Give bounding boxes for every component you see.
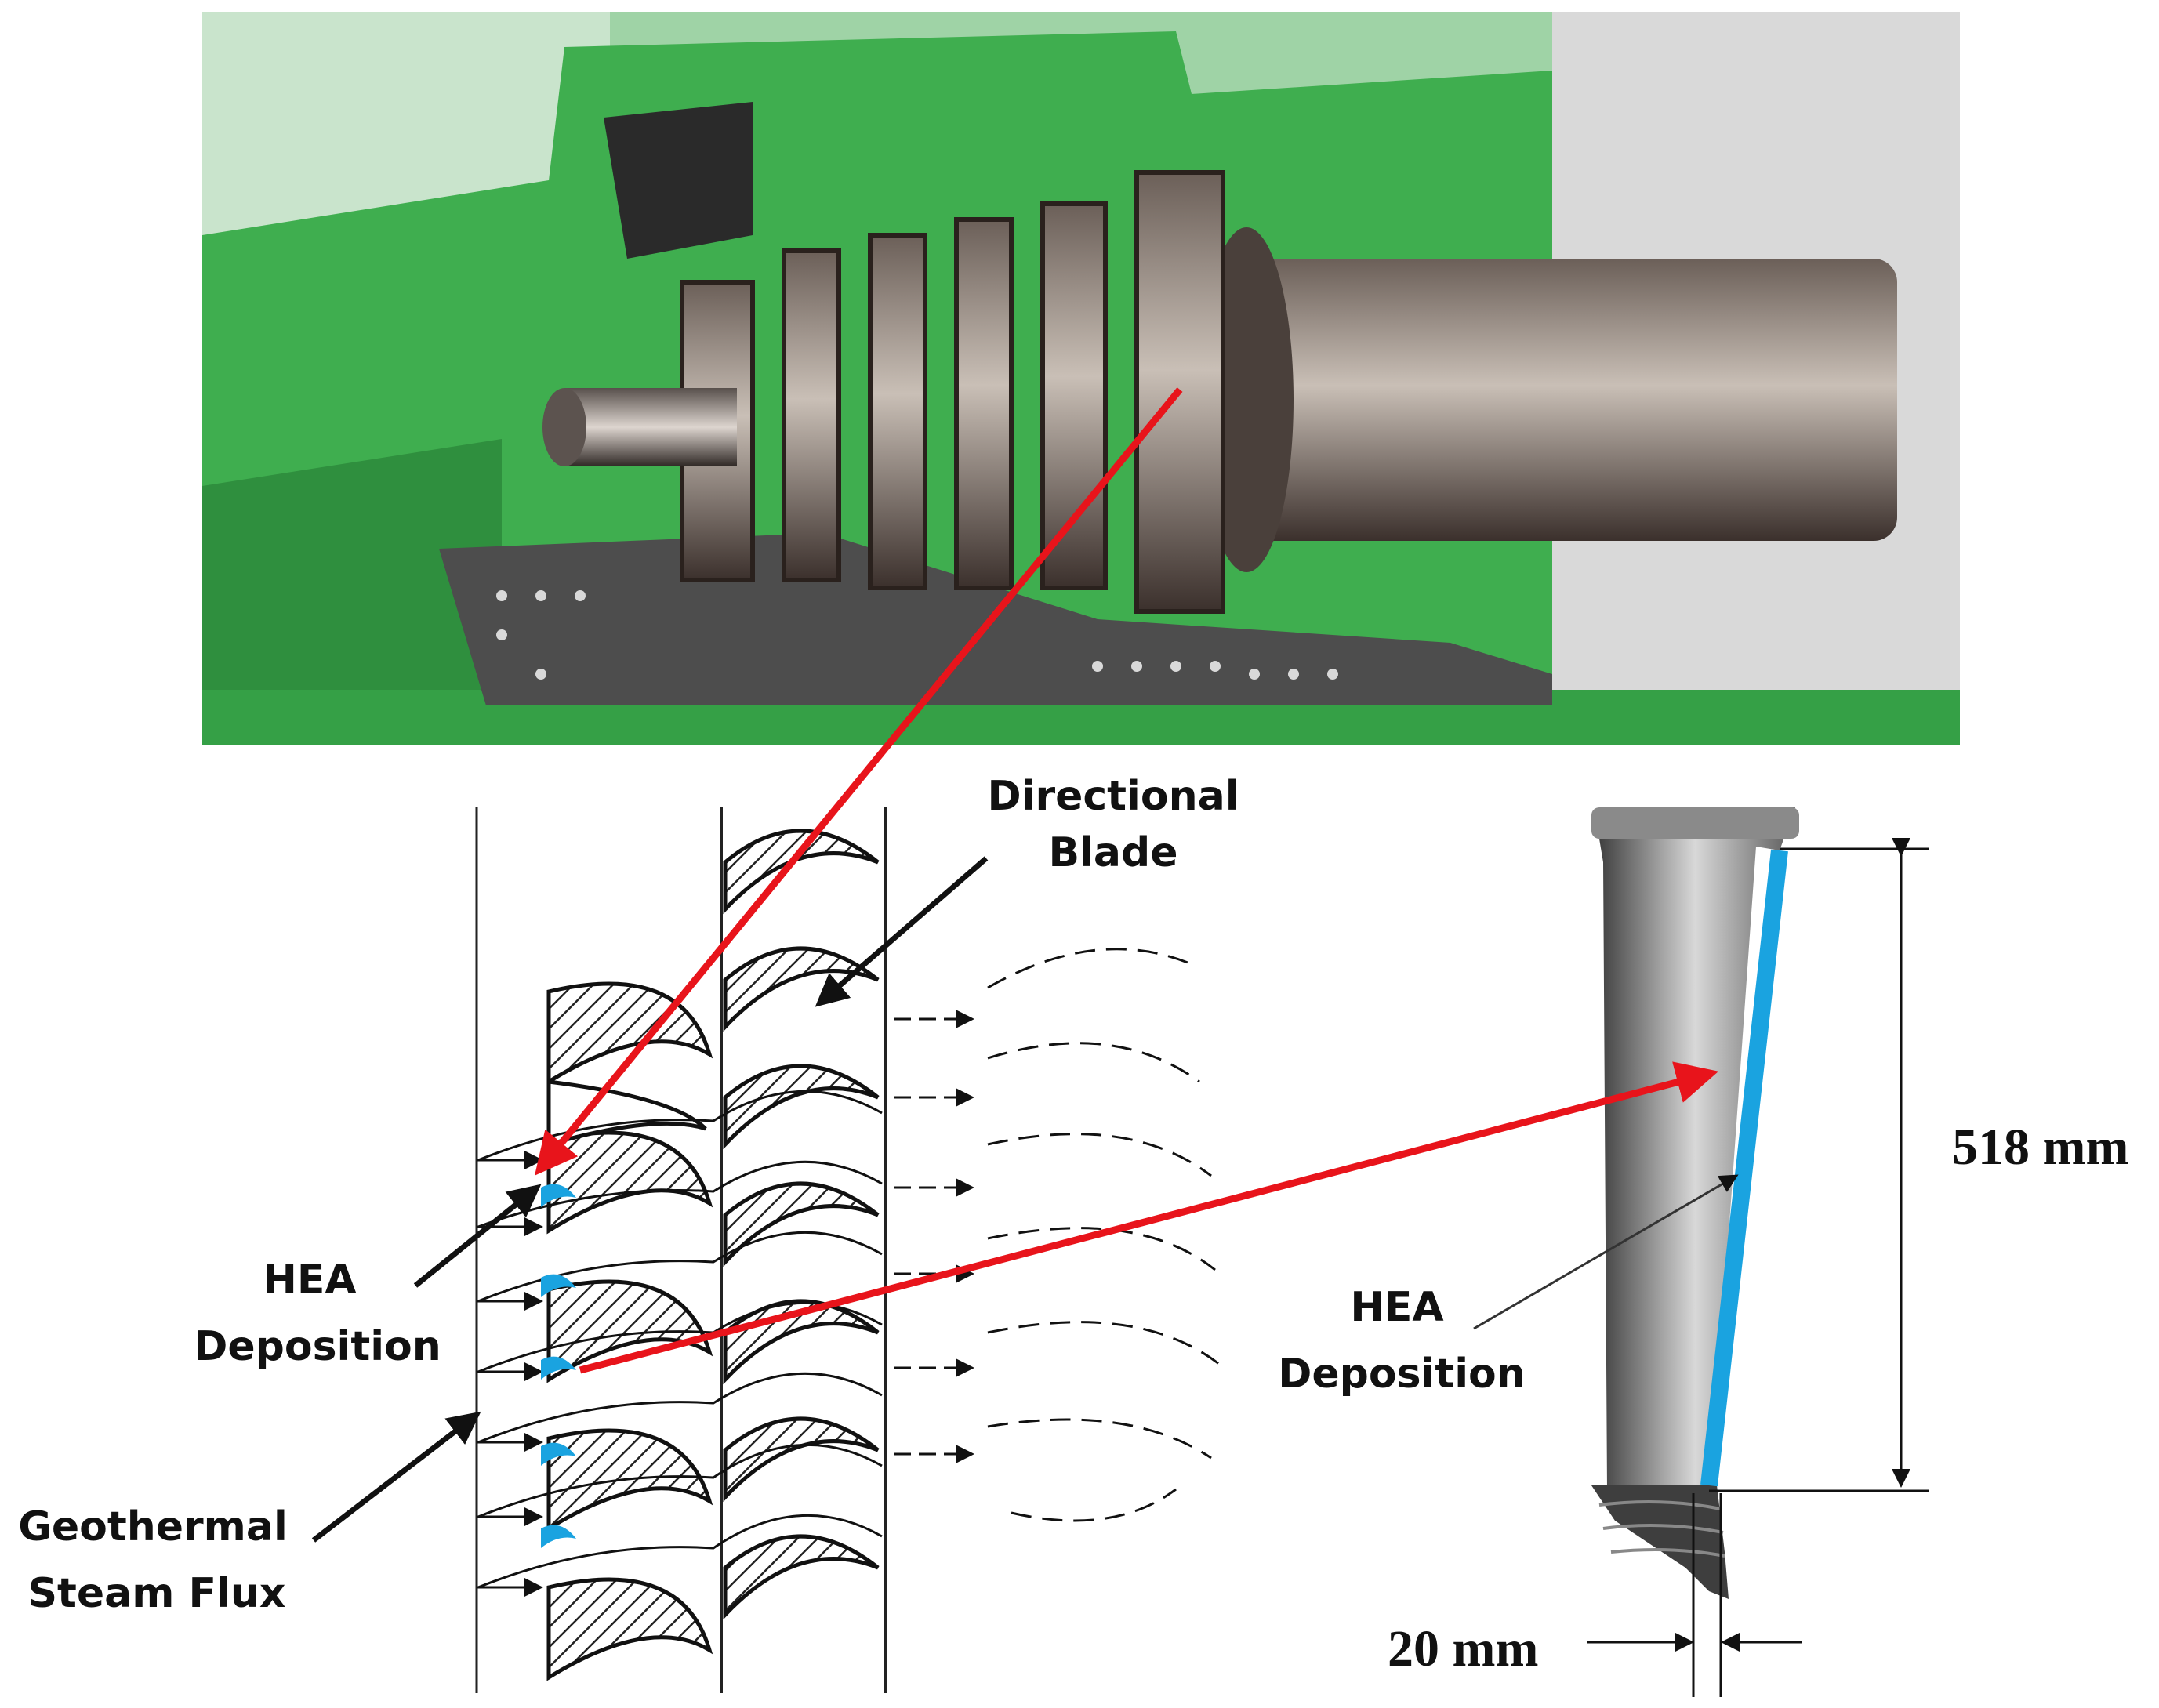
hea-coating-strip xyxy=(1700,849,1788,1487)
svg-text:Deposition: Deposition xyxy=(1278,1351,1526,1398)
red-callout-arrows xyxy=(535,387,1719,1374)
black-leader-arrows xyxy=(311,856,989,1543)
svg-text:HEA: HEA xyxy=(263,1257,356,1304)
label-hea-deposition-left: HEA Deposition xyxy=(194,1257,441,1370)
svg-text:Geothermal: Geothermal xyxy=(18,1503,288,1550)
steam-flux-leader xyxy=(311,1411,481,1543)
hea-deposition-right-leader xyxy=(1473,1174,1739,1330)
label-blade-width: 20 mm xyxy=(1388,1620,1538,1677)
dimension-20mm xyxy=(1588,1493,1802,1697)
svg-text:HEA: HEA xyxy=(1350,1284,1443,1331)
blade-photo xyxy=(1591,807,1799,1599)
blade-cascade-diagram xyxy=(470,803,1231,1693)
svg-text:Blade: Blade xyxy=(1048,829,1177,876)
hea-deposition-leader xyxy=(413,1184,542,1288)
red-arrow-photo-to-blade xyxy=(535,387,1183,1176)
label-geothermal-steam-flux: Geothermal Steam Flux xyxy=(18,1503,288,1617)
svg-text:Deposition: Deposition xyxy=(194,1323,441,1370)
dimension-518mm xyxy=(1709,838,1929,1492)
svg-text:Steam Flux: Steam Flux xyxy=(28,1570,286,1617)
rotor-blades xyxy=(723,829,880,1620)
label-blade-length: 518 mm xyxy=(1952,1119,2128,1176)
label-hea-deposition-right: HEA Deposition xyxy=(1278,1284,1526,1398)
red-arrow-coating-to-blade xyxy=(579,1061,1719,1374)
hea-coating-marks xyxy=(541,1184,576,1548)
directional-blade-leader xyxy=(815,856,989,1007)
turbine-cutaway-photo xyxy=(202,12,1960,745)
label-directional-blade: Directional Blade xyxy=(987,773,1239,876)
svg-text:Directional: Directional xyxy=(987,773,1239,820)
